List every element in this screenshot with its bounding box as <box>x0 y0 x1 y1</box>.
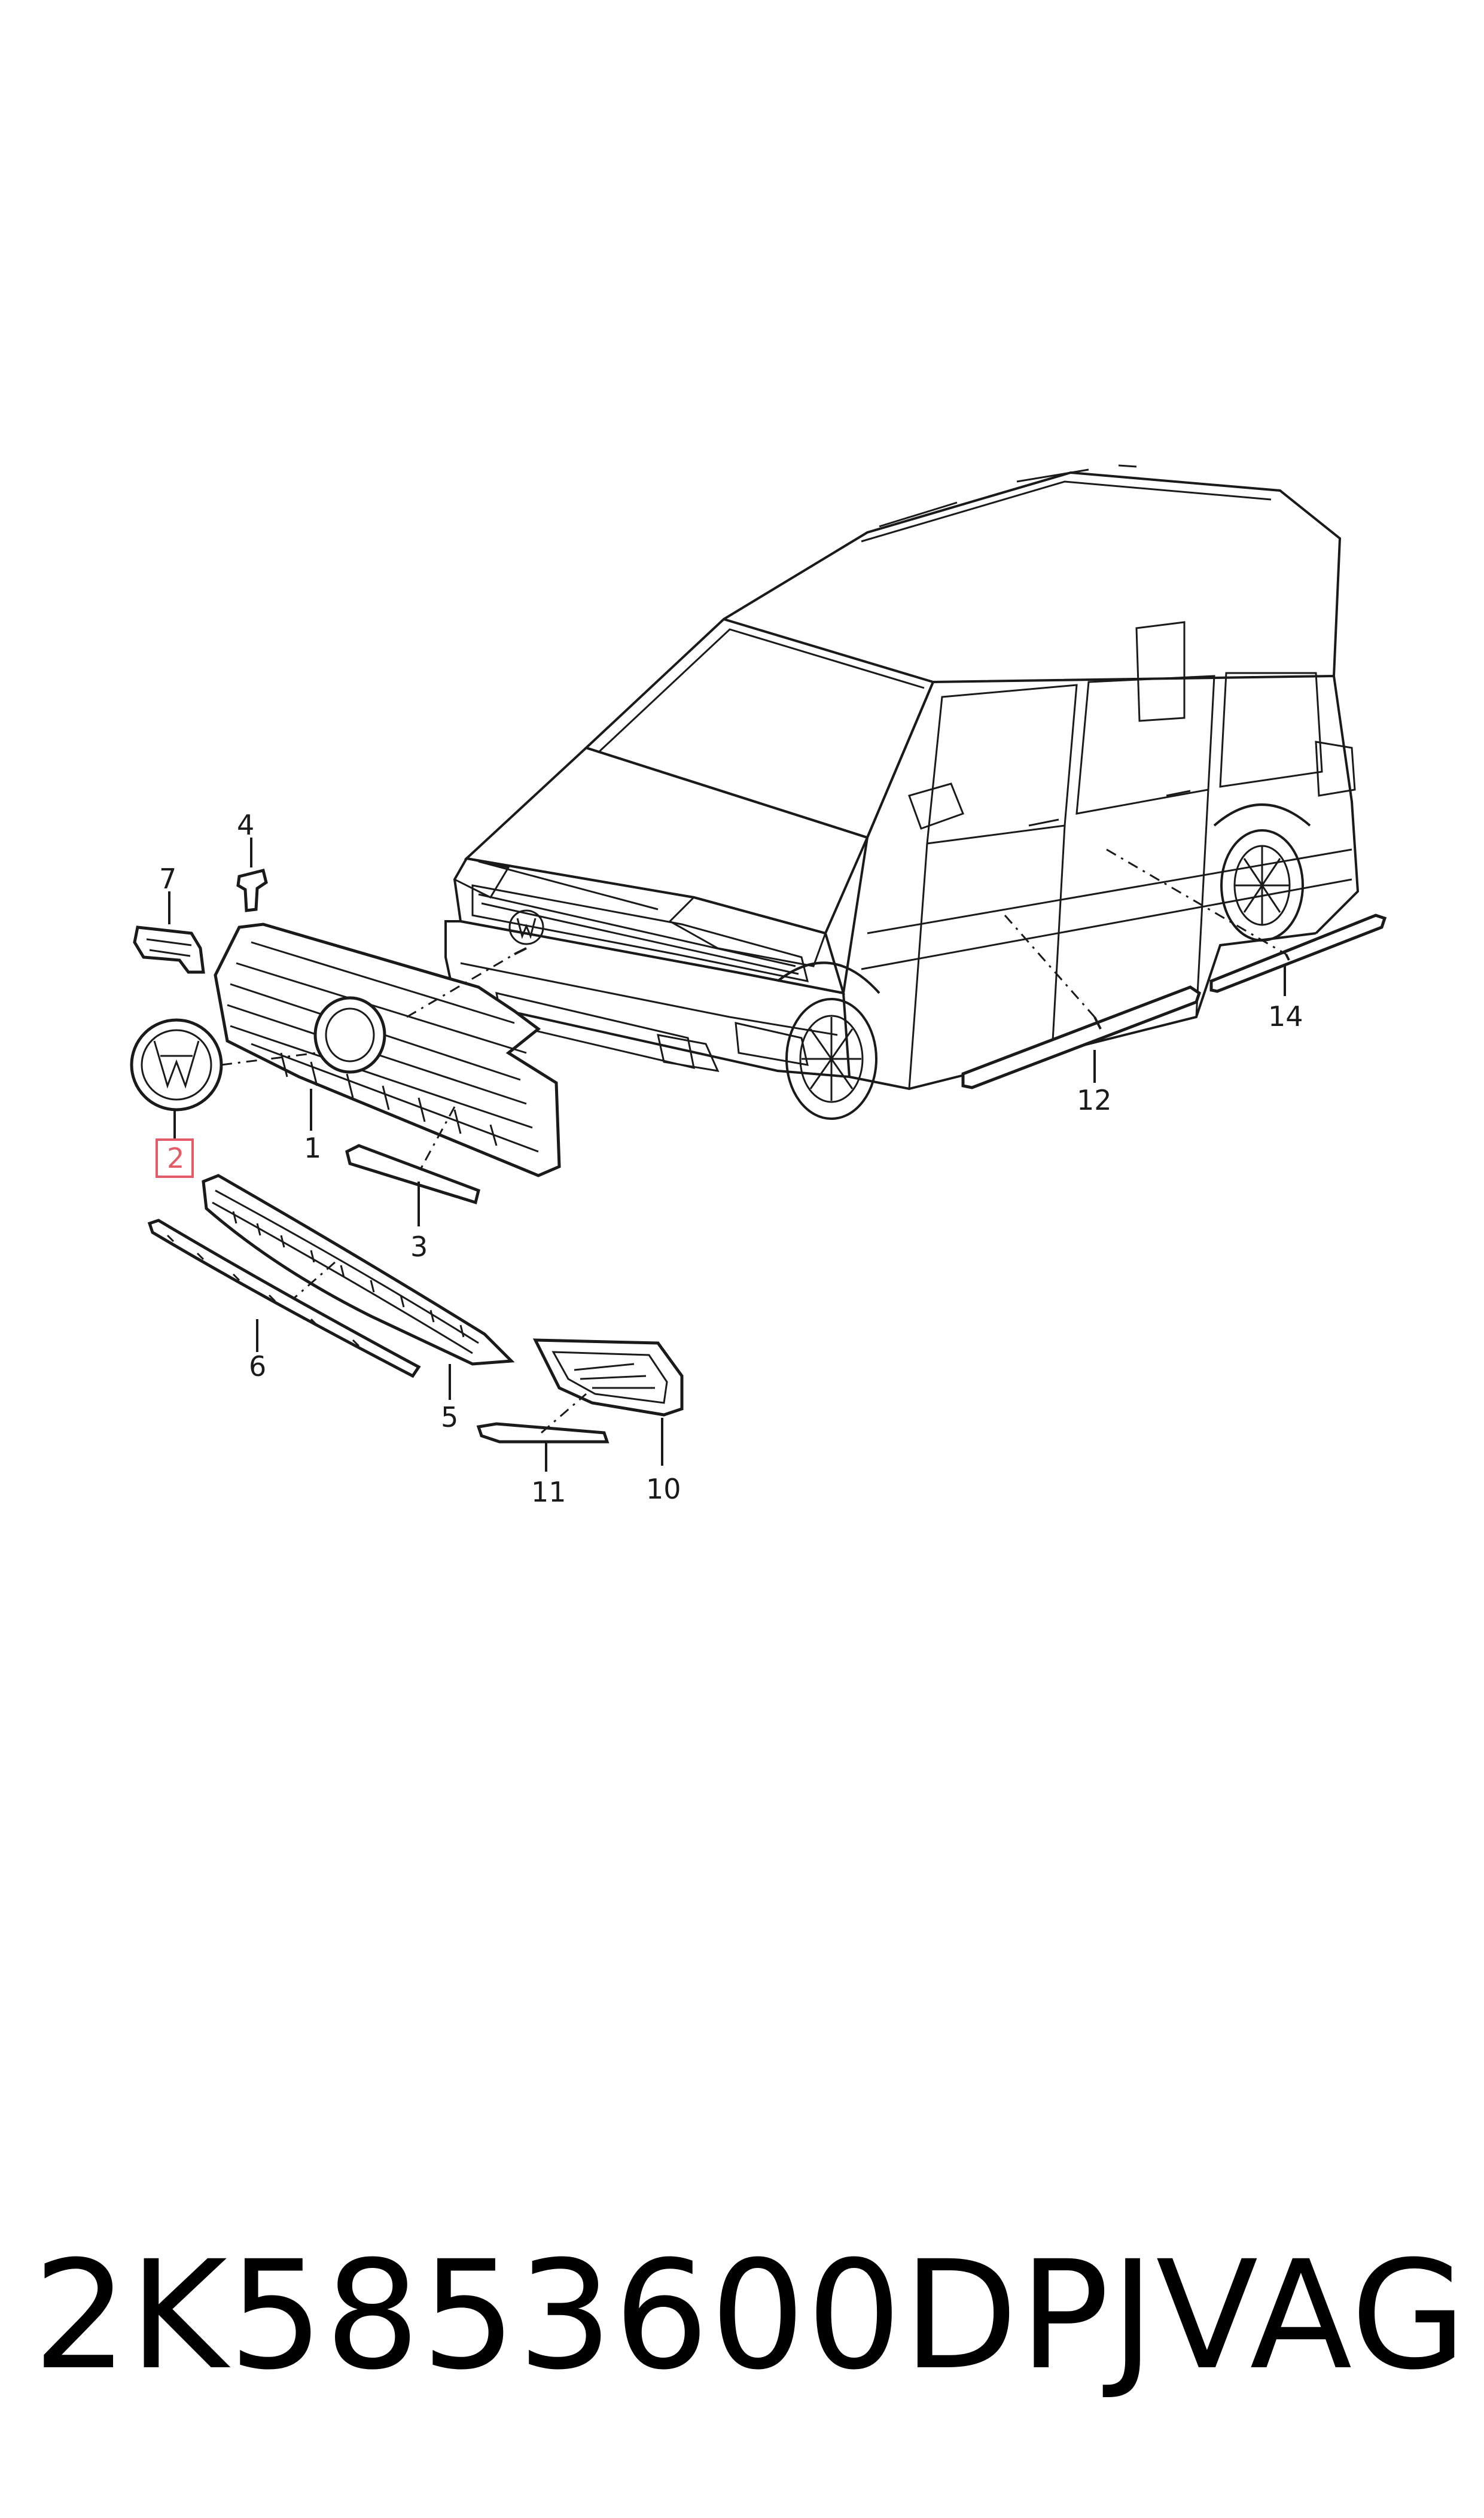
part-6-lower-trim <box>147 1219 421 1378</box>
part-3-trim-strip <box>345 1106 480 1226</box>
leader-grille-solid <box>514 947 527 955</box>
van-illustration <box>444 464 1360 1120</box>
callout-3: 3 <box>410 1231 428 1263</box>
part-12-side-molding <box>961 915 1201 1089</box>
part-10-fog-light-bezel <box>532 1338 684 1466</box>
part-11-fog-light-trim <box>476 1393 610 1472</box>
callout-5: 5 <box>441 1401 458 1433</box>
part-7-bracket <box>133 891 205 974</box>
callout-7: 7 <box>159 863 176 895</box>
callout-4: 4 <box>237 809 254 841</box>
callout-10: 10 <box>646 1473 681 1505</box>
leader-grille-to-van <box>406 953 515 1018</box>
part-4-clip <box>236 838 268 912</box>
part-2-emblem <box>130 1018 318 1140</box>
callout-6: 6 <box>249 1350 266 1383</box>
callout-11: 11 <box>531 1476 566 1508</box>
callout-1: 1 <box>304 1132 321 1164</box>
callout-14: 14 <box>1268 1000 1303 1033</box>
part-5-lower-grille <box>202 1174 515 1400</box>
part-number: 2K5853600DPJ <box>33 2228 1156 2403</box>
brand-label: VAG <box>1156 2228 1468 2403</box>
callout-12: 12 <box>1077 1084 1112 1116</box>
footer-row: 2K5853600DPJ VAG <box>33 2228 1467 2403</box>
part-1-radiator-grille <box>214 922 561 1177</box>
callout-2-highlight-box <box>156 1138 194 1178</box>
callout-2: 2 <box>167 1142 184 1174</box>
part-14-rear-molding <box>1106 848 1387 996</box>
